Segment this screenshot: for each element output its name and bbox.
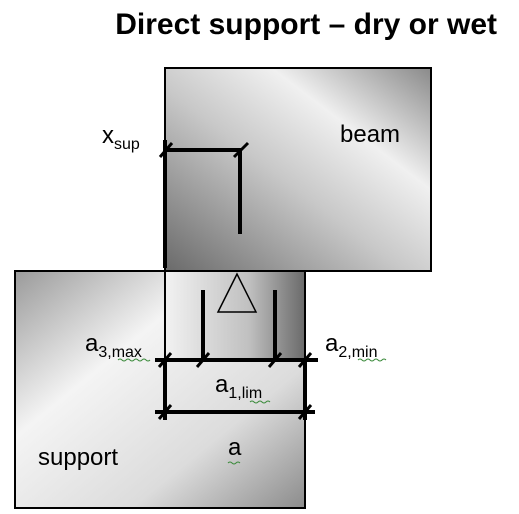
bearing-area <box>164 270 306 361</box>
x-sup-label-main: x <box>102 122 114 149</box>
a3-max-spellcheck-squiggle <box>117 358 151 362</box>
a3-max-label-main: a <box>85 330 99 357</box>
a3-max-label-sub: 3,max <box>98 344 142 361</box>
a-tick-left <box>157 404 173 420</box>
beam-block <box>164 67 432 272</box>
a1-lim-label-sub: 1,lim <box>228 385 262 402</box>
a2-min-spellcheck-squiggle <box>357 358 387 362</box>
bearing-triangle <box>216 272 258 313</box>
a-tick-right <box>297 404 313 420</box>
a1-tick-left <box>195 352 211 368</box>
a2-min-label: a2,min <box>325 330 377 361</box>
support-label: support <box>38 444 118 471</box>
a1-lim-label-main: a <box>215 371 229 398</box>
x-sup-label: xsup <box>102 122 140 153</box>
a1-lim-label: a1,lim <box>215 371 262 402</box>
a-label: a <box>228 434 242 461</box>
a1-tick-right <box>267 352 283 368</box>
beam-label: beam <box>340 121 400 148</box>
x-sup-label-sub: sup <box>114 136 140 153</box>
diagram-title: Direct support – dry or wet <box>115 8 497 41</box>
a3-max-label: a3,max <box>85 330 142 361</box>
a1-lim-spellcheck-squiggle <box>249 400 271 404</box>
a2-min-label-main: a <box>325 330 339 357</box>
a-spellcheck-squiggle <box>227 461 241 465</box>
a2-min-label-sub: 2,min <box>338 344 377 361</box>
